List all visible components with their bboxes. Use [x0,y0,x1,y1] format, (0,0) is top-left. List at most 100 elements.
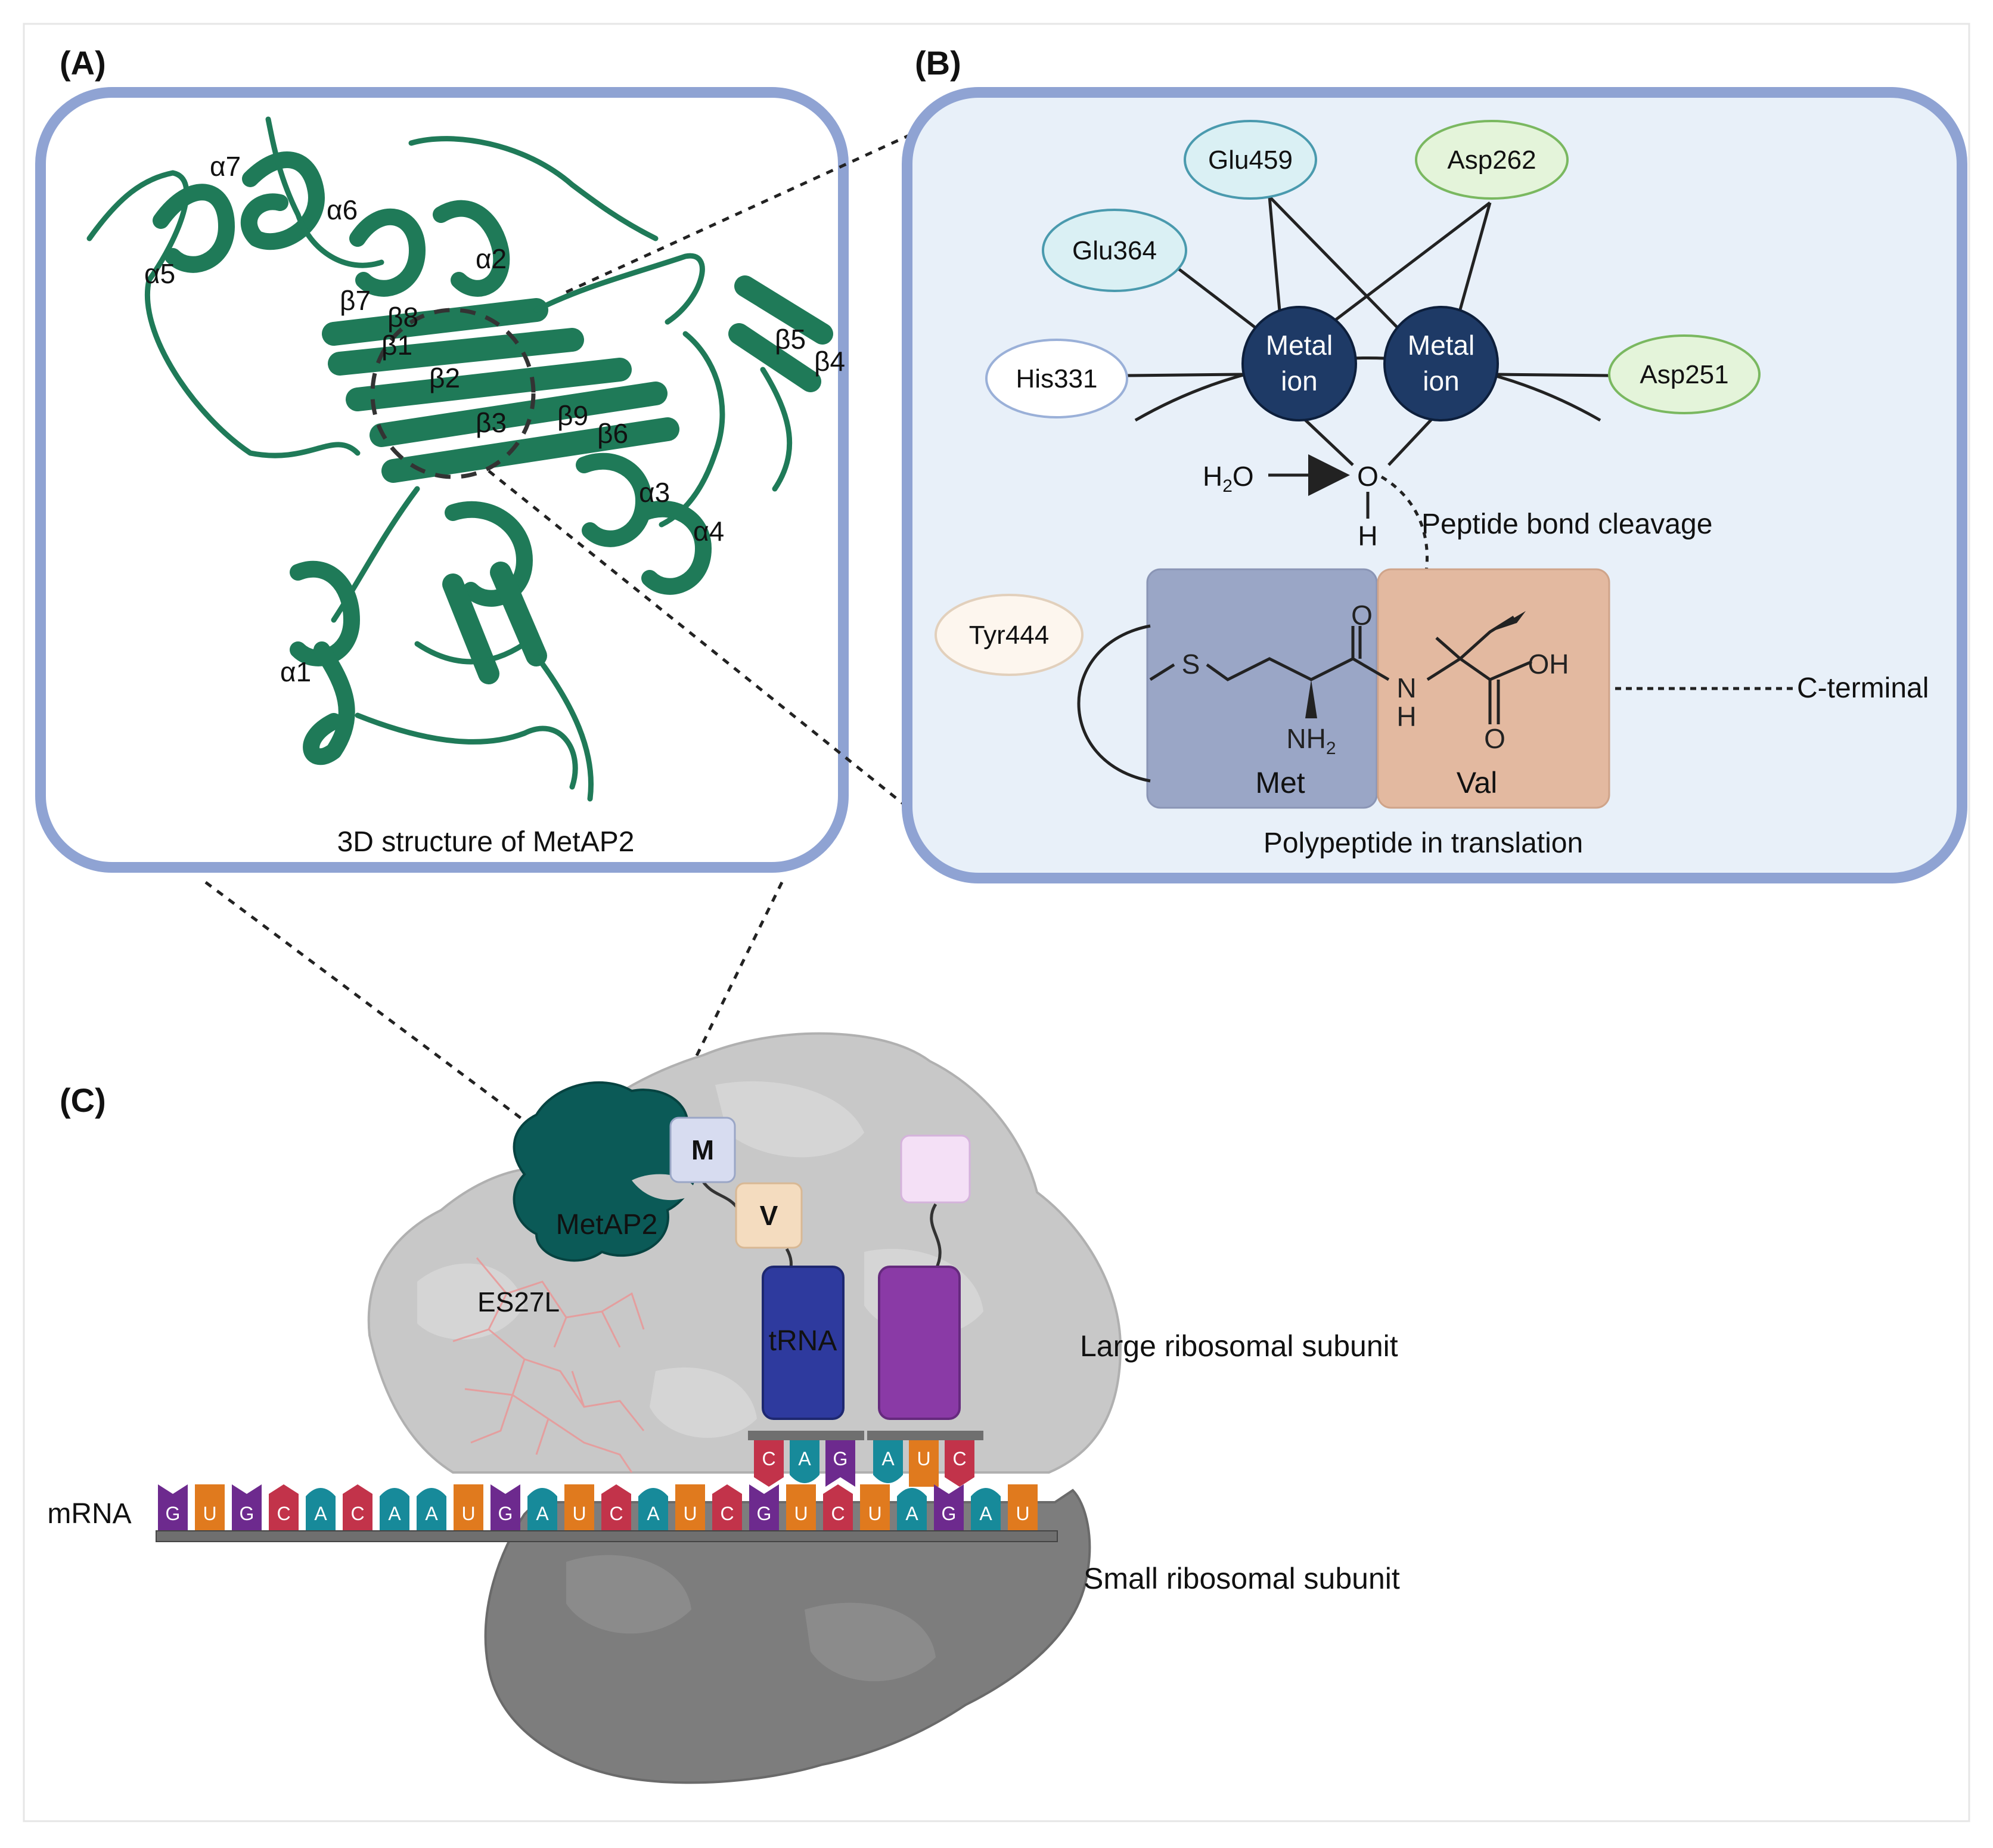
zoom-connectors-ab [488,132,913,812]
label-alpha7: α7 [210,151,241,182]
panel-c: (C) [47,880,1400,1784]
c-terminal-label: C-terminal [1797,672,1929,704]
label-alpha4: α4 [693,516,724,547]
mrna-nucleotide: C [601,1484,631,1531]
metal-ion-1 [1241,306,1357,421]
mrna-nucleotide-letter: G [166,1503,181,1524]
metal-ion-2 [1383,306,1499,421]
trna-p-site [762,1266,845,1420]
anticodon1-nucleotide-letter: G [833,1448,848,1469]
residue-his331-label: His331 [1016,364,1098,393]
mrna-nucleotide: C [343,1484,372,1531]
mrna-nucleotide: U [786,1484,816,1531]
residue-asp251-label: Asp251 [1640,360,1728,389]
residue-glu364 [1042,209,1187,292]
es27l-label: ES27L [477,1286,560,1317]
mrna-label: mRNA [47,1498,131,1530]
residue-val-box [735,1182,803,1249]
anticodon2-nucleotide-letter: A [881,1448,895,1469]
anticodon2-nucleotide: C [945,1440,974,1487]
mrna-nucleotide-letter: U [572,1503,586,1524]
mrna-nucleotide: U [454,1484,483,1531]
metal-ion-1-line1: Metal [1266,330,1333,361]
mrna-nucleotide-letter: G [240,1503,254,1524]
es27l-rrna [452,1257,645,1473]
mrna-nucleotide-letter: C [277,1503,290,1524]
mrna-nucleotide-letter: G [942,1503,957,1524]
met-box [1146,568,1378,809]
label-beta6: β6 [597,418,628,449]
tyr444-pocket-bracket [1077,624,1151,783]
panel-a: (A) [35,44,849,873]
oxygen-atom: O [1357,461,1379,492]
mrna-nucleotide-letter: U [794,1503,808,1524]
mrna-nucleotide-letter: A [979,1503,992,1524]
anticodon-bar-1 [748,1431,864,1440]
label-beta2: β2 [429,362,460,393]
mrna-nucleotide-letter: U [203,1503,216,1524]
label-beta7: β7 [340,285,371,316]
trna-label: tRNA [769,1325,837,1357]
mrna-nucleotide: C [269,1484,299,1531]
panel-b: (B) Glu459 Asp262 Glu364 His331 Asp251 [902,44,1967,883]
mrna-nucleotide: G [749,1484,779,1531]
panel-b-caption: Polypeptide in translation [1264,827,1583,859]
mrna-nucleotide: U [860,1484,890,1531]
mrna-nucleotide: G [934,1484,964,1531]
sulfur-atom: S [1182,649,1200,680]
mrna-backbone [156,1530,1058,1542]
dipeptide-skeleton [1149,615,1532,724]
amide-nitrogen: N [1396,672,1416,703]
anticodon2-nucleotide-letter: C [952,1448,966,1469]
carbonyl-oxygen: O [1351,600,1373,631]
small-subunit-label: Small ribosomal subunit [1084,1562,1400,1595]
amino-group: NH2 [1286,723,1336,758]
val-wedge-bond [1490,611,1526,632]
mrna-nucleotide-letter: C [350,1503,364,1524]
residue-glu364-label: Glu364 [1072,236,1157,265]
residue-his331 [985,339,1128,418]
peptide-cleavage-label: Peptide bond cleavage [1421,508,1712,540]
metal-ion-2-line1: Metal [1408,330,1474,361]
metap2-label: MetAP2 [556,1209,658,1241]
residue-asp262-label: Asp262 [1447,145,1536,175]
mrna-nucleotide: G [491,1484,520,1531]
mrna-nucleotide: A [897,1488,927,1531]
mrna-nucleotide-letter: A [314,1503,327,1524]
mrna-nucleotide-letter: A [647,1503,660,1524]
mrna-nucleotide-letter: C [720,1503,734,1524]
active-site-circle [370,308,536,479]
val-box [1377,568,1610,809]
mrna-nucleotide: U [675,1484,705,1531]
anticodon1-nucleotide: G [825,1440,855,1487]
met-wedge-bond [1305,680,1317,718]
label-beta1: β1 [381,330,412,361]
mrna-nucleotide: A [971,1488,1001,1531]
anticodon2-nucleotide: U [909,1440,939,1487]
label-beta3: β3 [476,407,507,438]
metal-ion-1-line2: ion [1281,365,1317,396]
mrna-nucleotide-letter: A [536,1503,549,1524]
hydrogen-atom: H [1358,520,1377,551]
met-label: Met [1255,766,1305,799]
mrna-nucleotide: A [306,1488,336,1531]
mrna-nucleotide: G [232,1484,262,1531]
label-beta8: β8 [387,302,418,333]
mrna-nucleotide-letter: C [609,1503,623,1524]
residue-glu459-label: Glu459 [1208,145,1293,175]
label-alpha1: α1 [280,656,311,687]
residue-asp262 [1415,120,1569,200]
residue-val-label: V [760,1200,778,1231]
mrna-nucleotide: A [527,1488,557,1531]
mrna-nucleotide: U [1008,1484,1038,1531]
panel-b-label: (B) [915,44,961,82]
mrna-nucleotide-letter: A [425,1503,438,1524]
coordination-arc [1134,356,1601,422]
panel-c-label: (C) [60,1081,106,1119]
residue-asp251 [1608,334,1761,414]
metal-ion-2-line2: ion [1423,365,1459,396]
water-label: H2O [1203,461,1254,496]
mrna-nucleotide: U [564,1484,594,1531]
